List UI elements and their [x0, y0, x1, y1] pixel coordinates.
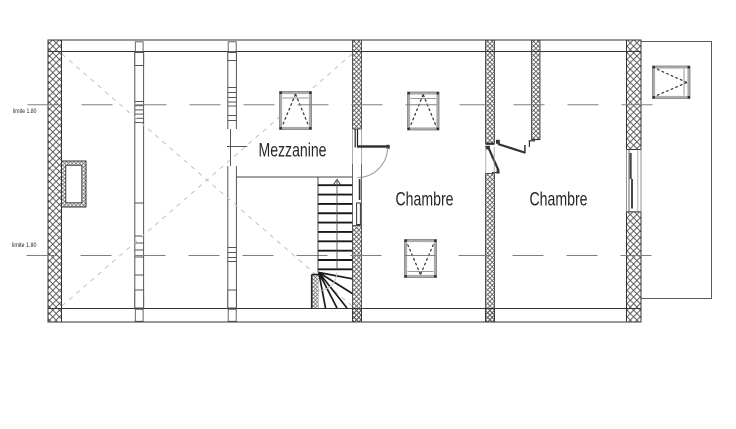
svg-text:Chambre: Chambre [530, 190, 588, 211]
svg-text:limite 1.80: limite 1.80 [12, 242, 37, 249]
svg-text:Mezzanine: Mezzanine [259, 140, 327, 161]
svg-text:limite 1.80: limite 1.80 [13, 108, 37, 115]
svg-text:Chambre: Chambre [396, 190, 454, 211]
